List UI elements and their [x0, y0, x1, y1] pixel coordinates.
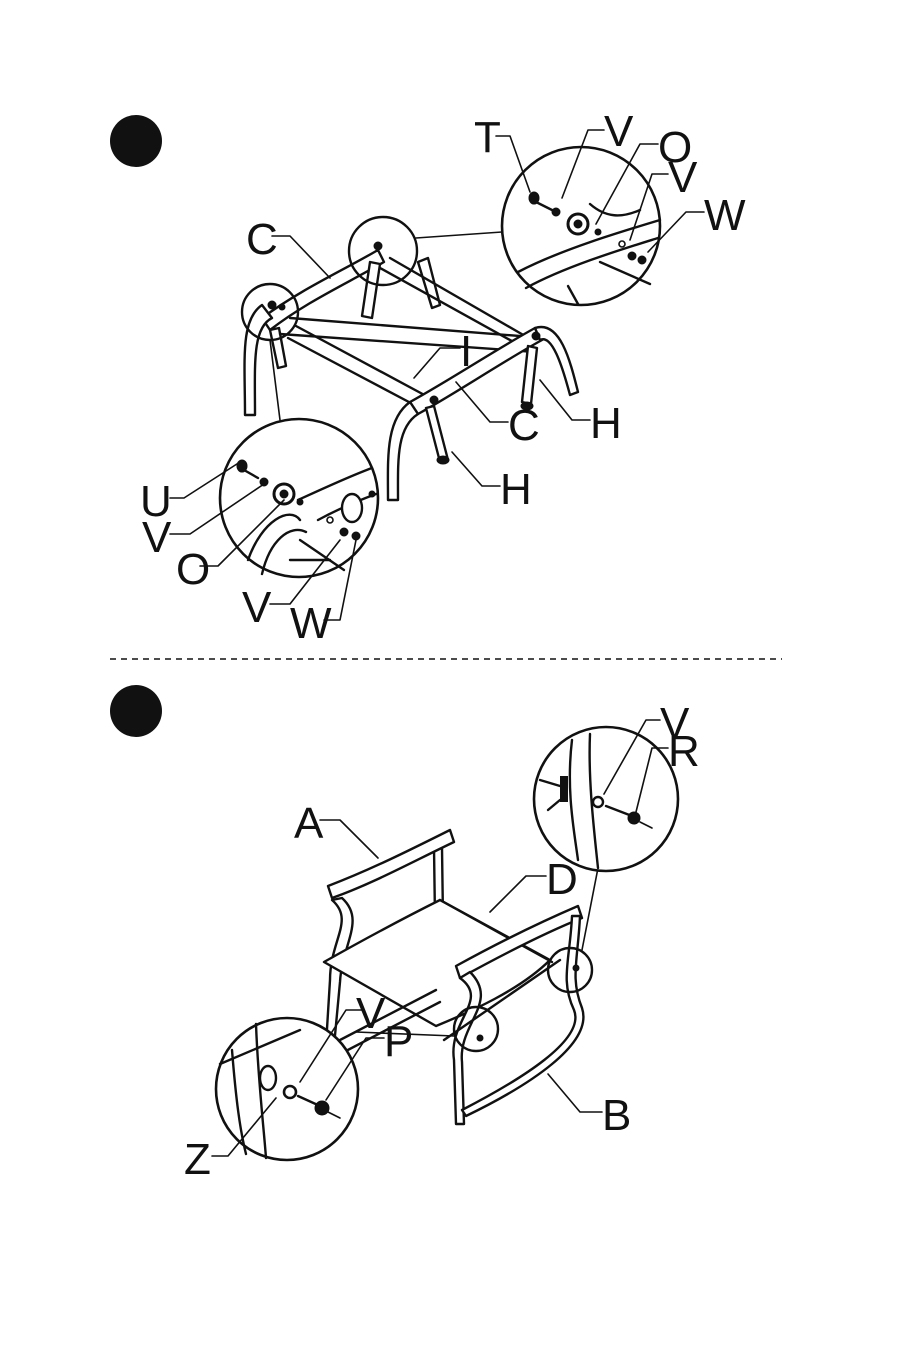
label-v-top-2: V	[668, 153, 698, 202]
label-z: Z	[184, 1135, 211, 1184]
step-1-detail-top-right	[502, 147, 660, 305]
label-d: D	[546, 855, 578, 904]
label-h-right: H	[590, 399, 622, 448]
step-1-marker	[110, 115, 162, 167]
label-a: A	[294, 799, 324, 848]
label-v-top-1: V	[604, 107, 634, 156]
step-2-detail-bottom-left	[216, 1018, 358, 1160]
step-2-chair-drawing	[324, 830, 583, 1124]
step-1-callout-top	[349, 217, 417, 285]
step-2: V R A D V P Z B	[110, 685, 700, 1184]
step-1: T V O V W C I C H H U V O V W	[110, 107, 746, 648]
label-i: I	[460, 327, 472, 376]
label-v-left-2: V	[242, 583, 272, 632]
step-2-marker	[110, 685, 162, 737]
label-p: P	[384, 1017, 413, 1066]
label-w-left: W	[290, 599, 332, 648]
label-r: R	[668, 727, 700, 776]
label-h-left: H	[500, 465, 532, 514]
label-w-top: W	[704, 191, 746, 240]
label-v-left: V	[356, 989, 386, 1038]
label-b: B	[602, 1091, 631, 1140]
label-c-front-rail: C	[508, 401, 540, 450]
label-c-back-rail: C	[246, 215, 278, 264]
label-v-left-1: V	[142, 513, 172, 562]
label-o-left: O	[176, 545, 210, 594]
label-t: T	[474, 113, 501, 162]
